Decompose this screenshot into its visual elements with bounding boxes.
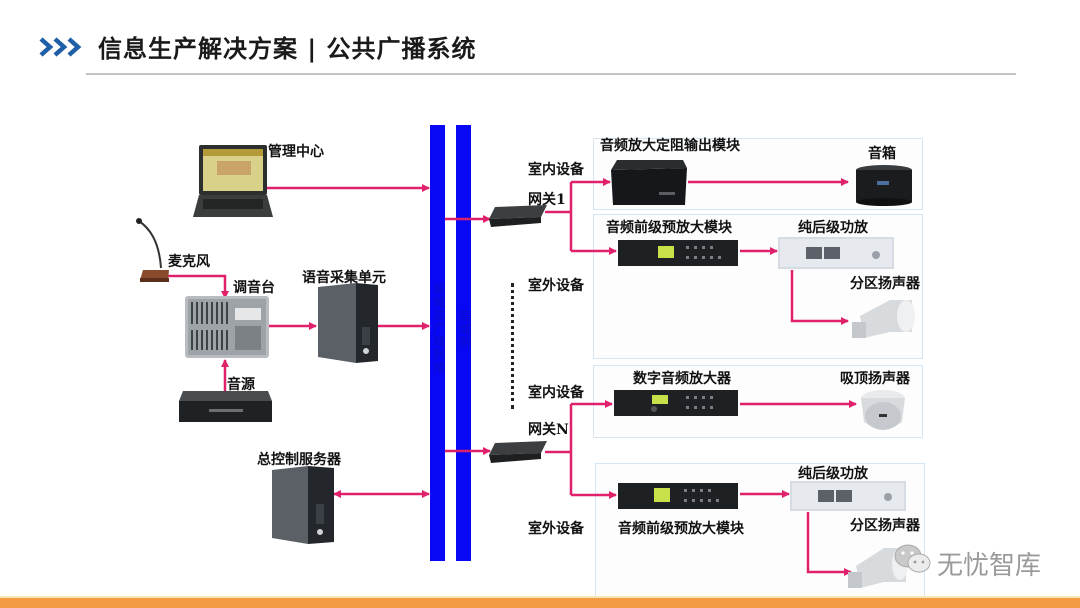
gateway1-zone-speaker-label: 分区扬声器: [850, 276, 920, 292]
gatewayN-preamp-label: 音频前级预放大模块: [618, 521, 744, 537]
mixer-icon: [185, 296, 269, 358]
voice-collection-unit-icon: [318, 283, 378, 363]
page-title: 信息生产解决方案 | 公共广播系统: [98, 35, 477, 63]
main-control-server-label: 总控制服务器: [257, 452, 341, 468]
horn-speaker-icon: [852, 300, 915, 338]
microphone-label: 麦克风: [168, 254, 210, 270]
digital-audio-amp-icon: [614, 390, 738, 416]
gatewayN-outdoor-label: 室外设备: [528, 521, 584, 537]
gatewayN-zone-speaker-label: 分区扬声器: [850, 518, 920, 534]
bus-wan-label: 局域或广域网络: [432, 283, 446, 374]
ceiling-speaker-icon: [861, 390, 905, 430]
footer-bar: [0, 596, 1080, 608]
bus-lan-label: 局域网: [458, 310, 472, 349]
gateway1-indoor-device-label: 音频放大定阻输出模块: [600, 138, 740, 154]
network-bus-wan: [430, 125, 445, 561]
watermark-text: 无忧智库: [937, 551, 1042, 581]
gateway1-label: 网关1: [528, 192, 566, 208]
gatewayN-switch-icon: [489, 441, 547, 463]
gateway1-switch-icon: [489, 205, 547, 227]
management-center-label: 管理中心: [268, 144, 324, 160]
preamp-module-icon: [618, 240, 738, 266]
audio-source-icon: [179, 391, 272, 422]
voice-collection-unit-label: 语音采集单元: [302, 270, 386, 286]
gateway1-outdoor-label: 室外设备: [528, 278, 584, 294]
audio-source-label: 音源: [227, 377, 255, 393]
gateway1-preamp-label: 音频前级预放大模块: [606, 220, 732, 236]
main-control-server-icon: [272, 466, 334, 544]
gatewayN-digital-amp-label: 数字音频放大器: [633, 371, 731, 387]
microphone-icon: [136, 218, 169, 282]
mixer-label: 调音台: [233, 280, 275, 296]
speaker-box-icon: [856, 165, 912, 206]
gatewayN-indoor-label: 室内设备: [528, 385, 584, 401]
laptop-icon: [193, 145, 273, 217]
power-amp-icon: [778, 237, 894, 269]
fixed-impedance-amp-icon: [611, 160, 687, 205]
gatewayN-amp-label: 纯后级功放: [798, 466, 868, 482]
power-ampN-icon: [790, 481, 906, 511]
gateway1-amp-label: 纯后级功放: [798, 220, 868, 236]
gateway1-indoor-label: 室内设备: [528, 162, 584, 178]
gatewayN-ceiling-speaker-label: 吸顶扬声器: [840, 371, 910, 387]
preamp-moduleN-icon: [618, 483, 738, 509]
gateway1-speaker-box-label: 音箱: [868, 146, 896, 162]
wechat-icon: [894, 544, 931, 573]
title-divider: [86, 73, 1016, 75]
gateway-ellipsis-dots: [511, 283, 514, 409]
gatewayN-label: 网关N: [528, 422, 569, 438]
triple-chevron-right-icon: [39, 37, 82, 57]
